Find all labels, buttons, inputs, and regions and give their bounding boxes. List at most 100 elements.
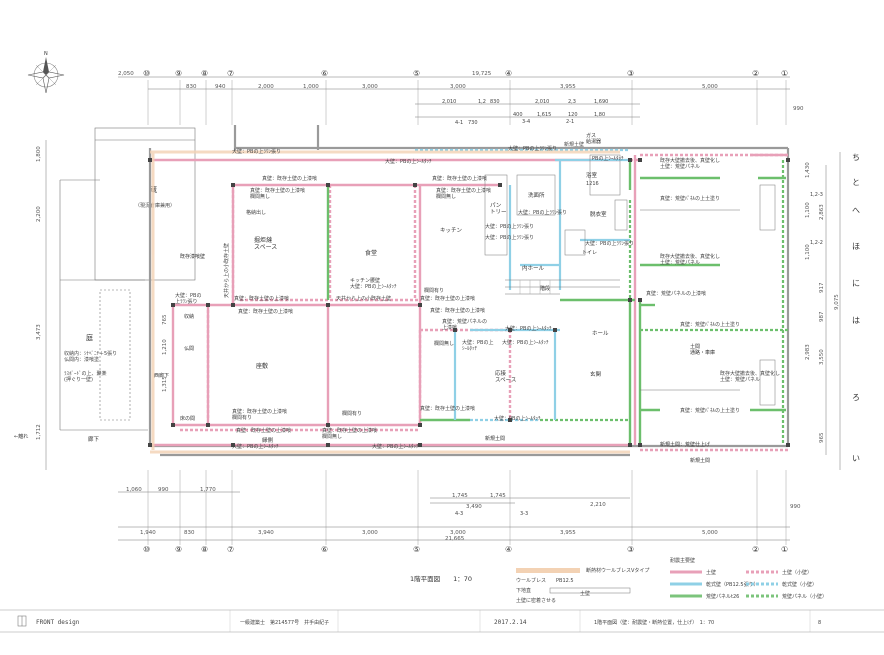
insulation-lines bbox=[150, 150, 630, 454]
panel-walls bbox=[326, 160, 786, 445]
room-butsuma: 仏間 bbox=[184, 346, 194, 352]
svg-text:真壁：既存土壁の上漆喰: 真壁：既存土壁の上漆喰 bbox=[420, 405, 475, 412]
grid-bubble-right: ち bbox=[852, 153, 860, 162]
grid-bubble-bottom: ⑥ bbox=[321, 545, 328, 554]
svg-text:830: 830 bbox=[184, 530, 195, 536]
grid-bubble-bottom: ⑧ bbox=[201, 545, 208, 554]
svg-text:天井から上の小既存土壁: 天井から上の小既存土壁 bbox=[223, 243, 230, 298]
svg-text:2,200: 2,200 bbox=[36, 206, 42, 222]
grid-bubble-bottom: ⑦ bbox=[227, 545, 234, 554]
room-yokushitsu-size: 1216 bbox=[586, 181, 599, 187]
drawing-title: 1階平面図 1：70 bbox=[410, 574, 472, 583]
svg-text:大壁：PBの上ｼｰﾙﾀｯﾁ: 大壁：PBの上ｼｰﾙﾀｯﾁ bbox=[385, 158, 432, 165]
grid-bubble-top: ① bbox=[781, 69, 788, 78]
post bbox=[326, 303, 330, 307]
svg-text:3,473: 3,473 bbox=[36, 324, 42, 340]
svg-text:2,210: 2,210 bbox=[590, 502, 606, 508]
post bbox=[628, 158, 632, 162]
svg-text:真壁：既存土壁の上漆喰欄間無し: 真壁：既存土壁の上漆喰欄間無し bbox=[322, 427, 377, 440]
svg-text:1,2-3: 1,2-3 bbox=[810, 192, 823, 198]
svg-text:キッチン腰壁大壁：PBの上ｼｰﾙﾀｯﾁ: キッチン腰壁大壁：PBの上ｼｰﾙﾀｯﾁ bbox=[350, 277, 397, 290]
svg-text:120: 120 bbox=[568, 112, 578, 118]
compass-icon: N bbox=[27, 51, 65, 94]
svg-text:19,725: 19,725 bbox=[472, 71, 492, 77]
grid-bubble-right: ほ bbox=[852, 242, 860, 251]
room-kaidan: 階段 bbox=[540, 285, 550, 292]
grid-bubble-top: ⑥ bbox=[321, 69, 328, 78]
grid-bubble-top: ⑤ bbox=[413, 69, 420, 78]
legend-insulation-note: 断熱材ウールブレスVタイプ bbox=[586, 567, 649, 574]
grid-bubble-top: ③ bbox=[627, 69, 634, 78]
legend-title: 耐震主要壁 bbox=[670, 557, 695, 564]
svg-text:2,3: 2,3 bbox=[568, 99, 576, 105]
room-hall: ホール bbox=[592, 330, 609, 337]
post bbox=[498, 183, 502, 187]
svg-text:3-3: 3-3 bbox=[520, 511, 528, 517]
svg-text:1,770: 1,770 bbox=[200, 487, 216, 493]
svg-text:大壁：PBの上ｼｰﾙﾀｯﾁ: 大壁：PBの上ｼｰﾙﾀｯﾁ bbox=[232, 443, 279, 450]
svg-text:1,100: 1,100 bbox=[805, 244, 811, 260]
svg-text:917: 917 bbox=[819, 282, 825, 293]
svg-text:土壁: 土壁 bbox=[580, 590, 590, 597]
svg-text:欄間有り: 欄間有り bbox=[342, 410, 362, 417]
post bbox=[171, 303, 175, 307]
post bbox=[453, 328, 457, 332]
svg-text:ウールブレス: ウールブレス bbox=[516, 577, 546, 584]
svg-text:1,690: 1,690 bbox=[594, 99, 608, 105]
post bbox=[628, 298, 632, 302]
room-new-doma-finish: 新規土間：荒壁仕上げ bbox=[660, 441, 710, 448]
post bbox=[413, 183, 417, 187]
room-pantry: パントリー bbox=[490, 202, 507, 216]
kura-outline bbox=[59, 127, 196, 431]
svg-text:真壁：既存土壁の上漆喰: 真壁：既存土壁の上漆喰 bbox=[262, 175, 317, 182]
svg-text:1,2: 1,2 bbox=[478, 99, 486, 105]
company-name: FRONT design bbox=[36, 619, 80, 626]
svg-text:真壁：既存土壁の上漆喰欄間無し: 真壁：既存土壁の上漆喰欄間無し bbox=[436, 187, 491, 200]
svg-text:2,863: 2,863 bbox=[819, 204, 825, 220]
room-kikan-kakei: 既存漆喰壁 bbox=[180, 253, 205, 260]
svg-text:3,955: 3,955 bbox=[560, 84, 576, 90]
svg-text:真壁：荒壁ﾊﾟﾈﾙの上土塗り: 真壁：荒壁ﾊﾟﾈﾙの上土塗り bbox=[680, 407, 740, 414]
svg-text:1,80: 1,80 bbox=[594, 112, 605, 118]
svg-text:1,940: 1,940 bbox=[140, 530, 156, 536]
panel-small-walls bbox=[540, 160, 790, 445]
post bbox=[148, 158, 152, 162]
grid-bubble-right: は bbox=[852, 316, 860, 325]
grid-bubble-bottom: ⑨ bbox=[175, 545, 182, 554]
svg-text:965: 965 bbox=[819, 432, 825, 443]
sheet-number: 8 bbox=[818, 620, 821, 626]
svg-text:1,000: 1,000 bbox=[303, 84, 319, 90]
room-engawa: 縁側 bbox=[262, 436, 274, 444]
svg-text:940: 940 bbox=[215, 84, 226, 90]
post bbox=[326, 183, 330, 187]
room-osetsu: 応接スペース bbox=[495, 369, 516, 384]
room-senmenjo: 洗面所 bbox=[528, 191, 545, 199]
svg-text:3-4: 3-4 bbox=[522, 119, 530, 125]
svg-text:真壁：荒壁ﾊﾟﾈﾙの上土塗り: 真壁：荒壁ﾊﾟﾈﾙの上土塗り bbox=[680, 321, 740, 328]
svg-text:PB12.5: PB12.5 bbox=[556, 578, 574, 584]
post bbox=[418, 443, 422, 447]
kura-sub-label: （現況倉庫兼用） bbox=[135, 202, 175, 209]
svg-text:真壁：既存土壁の上漆喰: 真壁：既存土壁の上漆喰 bbox=[234, 295, 289, 302]
post bbox=[553, 328, 557, 332]
svg-text:830: 830 bbox=[186, 84, 197, 90]
dry-small-walls bbox=[415, 148, 630, 422]
svg-text:欄間無し: 欄間無し bbox=[434, 340, 454, 347]
grid-bubble-bottom: ② bbox=[752, 545, 759, 554]
svg-text:21,665: 21,665 bbox=[445, 536, 465, 542]
svg-text:830: 830 bbox=[490, 99, 500, 105]
svg-text:真壁：既存土壁の上漆喰: 真壁：既存土壁の上漆喰 bbox=[430, 307, 485, 314]
svg-text:真壁：既存土壁の上漆喰: 真壁：既存土壁の上漆喰 bbox=[238, 308, 293, 315]
svg-text:収納内：ｼﾅﾍﾞﾆﾔ＋5張り仏間内：漆喰塗: 収納内：ｼﾅﾍﾞﾆﾔ＋5張り仏間内：漆喰塗 bbox=[64, 350, 117, 363]
grid-bubble-top: ⑨ bbox=[175, 69, 182, 78]
room-yokushitsu: 浴室 bbox=[586, 171, 598, 179]
post bbox=[786, 443, 790, 447]
room-zashiki: 座敷 bbox=[256, 362, 268, 370]
svg-text:2,000: 2,000 bbox=[258, 84, 274, 90]
post bbox=[418, 423, 422, 427]
svg-text:2,050: 2,050 bbox=[118, 71, 134, 77]
legend-label: 荒壁パネルt26 bbox=[706, 593, 739, 600]
